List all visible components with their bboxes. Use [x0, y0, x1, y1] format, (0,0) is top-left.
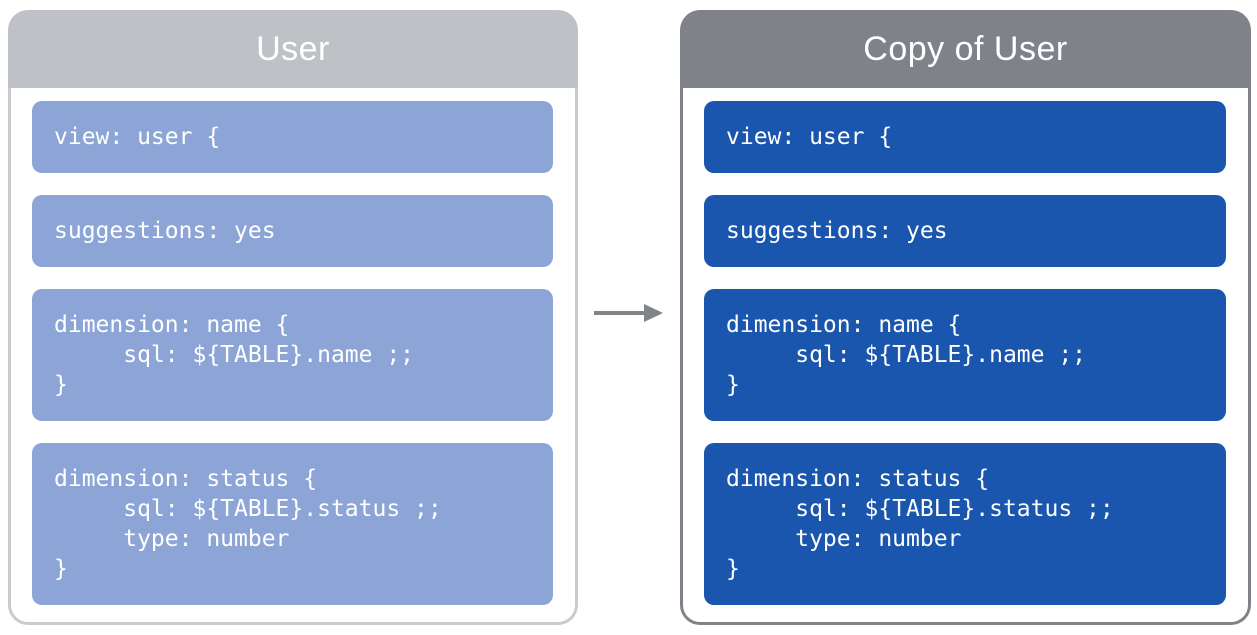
copy-of-user-panel: Copy of User view: user { suggestions: y…	[680, 10, 1251, 625]
code-block-dimension-status: dimension: status { sql: ${TABLE}.status…	[704, 443, 1226, 605]
user-panel: User view: user { suggestions: yes dimen…	[8, 10, 578, 625]
code-block-suggestions: suggestions: yes	[704, 195, 1226, 267]
user-panel-header: User	[8, 10, 578, 88]
code-block-dimension-status: dimension: status { sql: ${TABLE}.status…	[32, 443, 553, 605]
arrow-right-icon	[594, 304, 663, 322]
copy-of-user-panel-body: view: user { suggestions: yes dimension:…	[680, 88, 1251, 625]
code-block-view: view: user {	[704, 101, 1226, 173]
copy-of-user-panel-header: Copy of User	[680, 10, 1251, 88]
user-panel-body: view: user { suggestions: yes dimension:…	[8, 88, 578, 625]
panel-title: User	[256, 29, 330, 68]
panel-title: Copy of User	[863, 29, 1068, 68]
code-block-view: view: user {	[32, 101, 553, 173]
code-block-dimension-name: dimension: name { sql: ${TABLE}.name ;; …	[704, 289, 1226, 421]
code-block-suggestions: suggestions: yes	[32, 195, 553, 267]
code-block-dimension-name: dimension: name { sql: ${TABLE}.name ;; …	[32, 289, 553, 421]
